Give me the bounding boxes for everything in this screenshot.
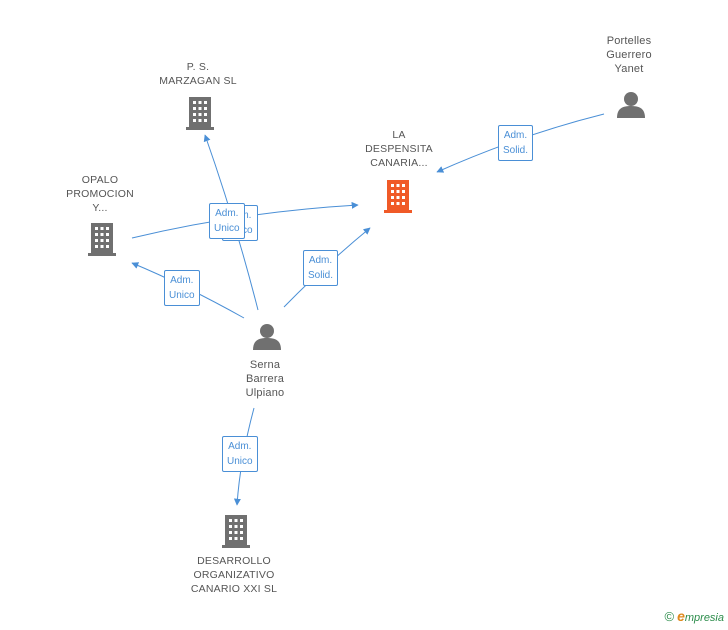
- empresia-logo[interactable]: ©empresia: [664, 608, 724, 624]
- node-label-despensita[interactable]: LA DESPENSITA CANARIA...: [365, 129, 433, 169]
- role-box-serna-desarrollo[interactable]: Adm. Unico: [222, 436, 258, 472]
- node-label-portelles[interactable]: Portelles Guerrero Yanet: [606, 35, 652, 75]
- node-label-opalo[interactable]: OPALO PROMOCION Y...: [66, 174, 134, 214]
- role-box-serna-despensita[interactable]: Adm. Solid.: [303, 250, 339, 286]
- person-icon-serna[interactable]: [253, 324, 281, 350]
- role-box-serna-opalo[interactable]: Adm. Unico: [164, 270, 200, 306]
- brand-initial: e: [677, 608, 685, 624]
- building-icon-despensita[interactable]: [384, 180, 412, 213]
- person-icon-portelles[interactable]: [617, 92, 645, 118]
- building-icon-marzagan[interactable]: [186, 97, 214, 130]
- brand-name: mpresia: [684, 612, 724, 624]
- role-box-portelles-despensita[interactable]: Adm. Solid.: [498, 125, 534, 161]
- copyright-symbol: ©: [664, 609, 675, 624]
- node-label-serna[interactable]: Serna Barrera Ulpiano: [245, 359, 285, 399]
- node-label-marzagan[interactable]: P. S. MARZAGAN SL: [159, 61, 237, 87]
- building-icon-opalo[interactable]: [88, 223, 116, 256]
- building-icon-desarrollo[interactable]: [222, 515, 250, 548]
- node-label-desarrollo[interactable]: DESARROLLO ORGANIZATIVO CANARIO XXI SL: [190, 555, 278, 595]
- role-box-serna-marzagan[interactable]: Adm. Unico: [209, 203, 245, 239]
